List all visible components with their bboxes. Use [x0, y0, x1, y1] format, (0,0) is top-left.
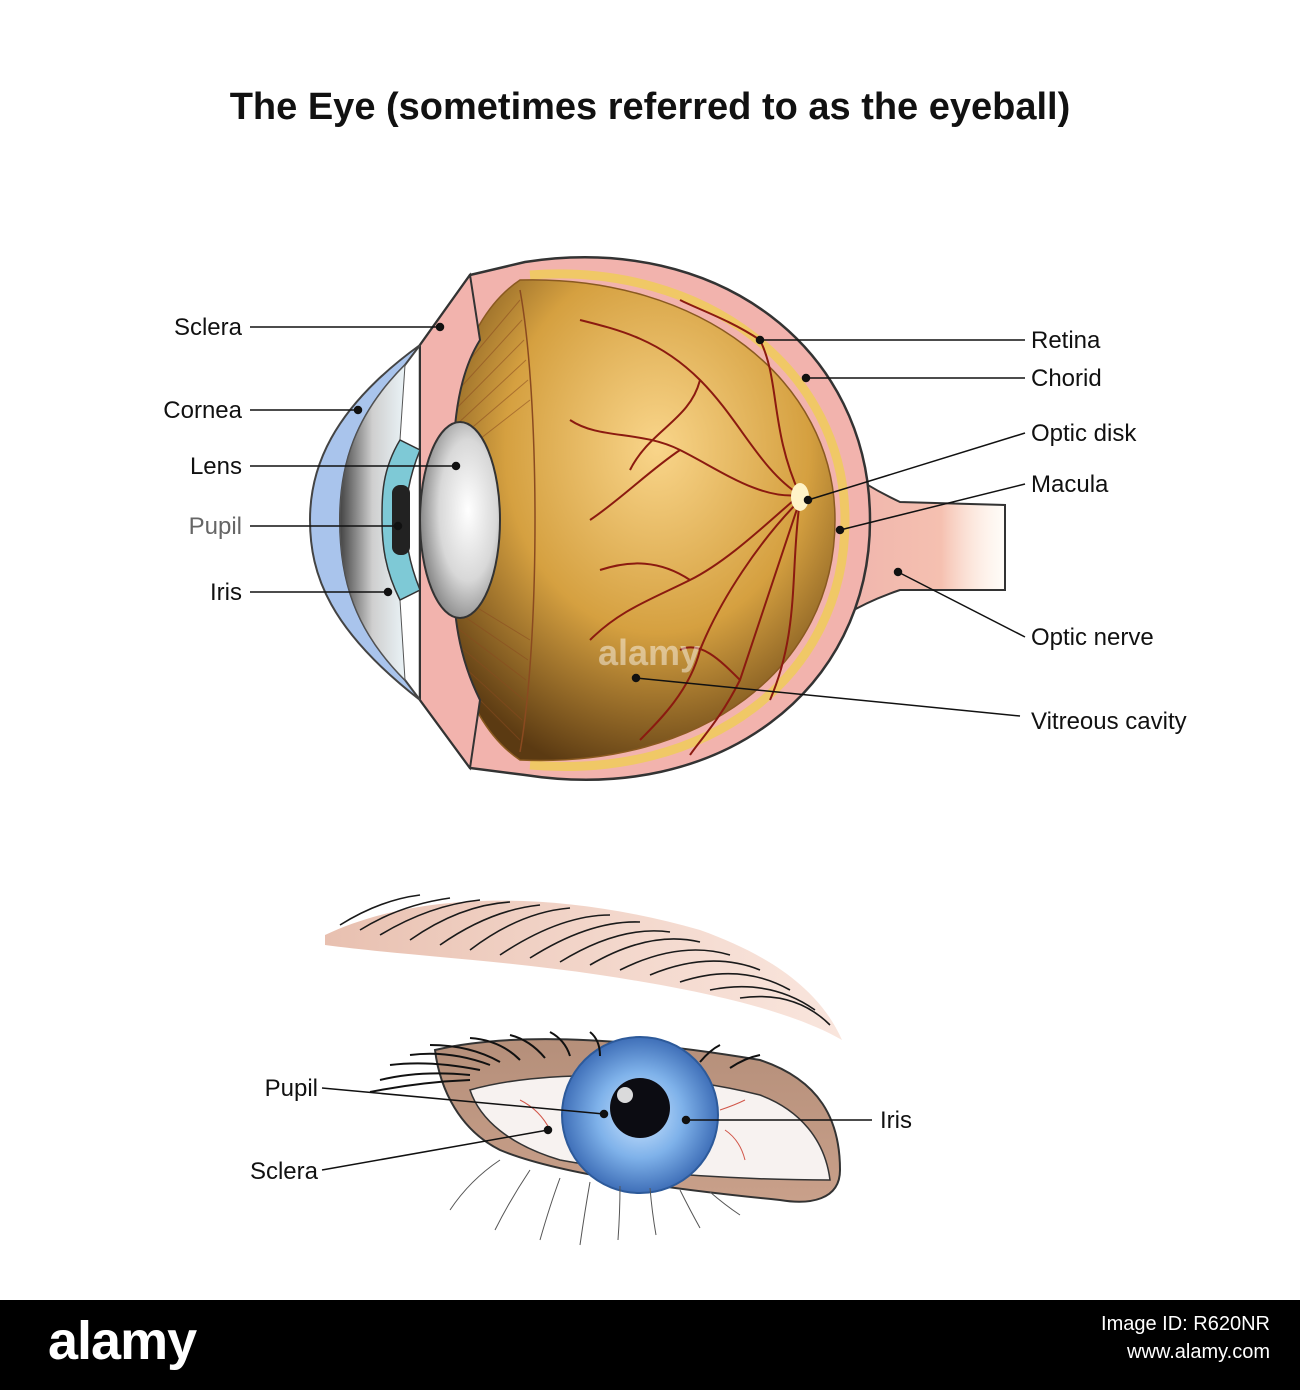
label-chorid: Chorid — [1031, 365, 1102, 392]
pupil-front-shape — [610, 1078, 670, 1138]
watermark-site: www.alamy.com — [1127, 1341, 1270, 1363]
chorid-shape — [529, 269, 850, 771]
eyelashes — [369, 1031, 761, 1093]
eyebrow-shape — [325, 900, 842, 1040]
label-sclera: Sclera — [173, 314, 242, 341]
label-macula: Macula — [1031, 471, 1109, 498]
watermark-image-id: Image ID: R620NR — [1101, 1313, 1270, 1335]
label-front-iris: Iris — [880, 1107, 912, 1134]
front-view-leaders — [321, 1087, 872, 1171]
cross-section-leaders — [250, 322, 1026, 717]
label-front-sclera: Sclera — [249, 1158, 318, 1185]
watermark-logo: alamy — [48, 1311, 197, 1371]
label-vitreous-cavity: Vitreous cavity — [1031, 708, 1187, 735]
watermark-center: alamy — [598, 632, 701, 673]
label-pupil: Pupil — [188, 513, 242, 540]
eyebrow-hairs — [339, 894, 831, 1026]
label-optic-disk: Optic disk — [1031, 420, 1137, 447]
watermark-footer — [0, 1300, 1300, 1390]
diagram-title: The Eye (sometimes referred to as the ey… — [229, 86, 1071, 128]
retinal-vessels — [569, 299, 801, 756]
pupil-cross-shape — [392, 485, 410, 555]
label-retina: Retina — [1031, 327, 1101, 354]
label-iris: Iris — [210, 579, 242, 606]
lower-eyelashes — [449, 1159, 741, 1246]
watermark-id: Image ID: R620NR www.alamy.com — [1101, 1310, 1270, 1366]
label-optic-nerve: Optic nerve — [1031, 624, 1154, 651]
label-front-pupil: Pupil — [264, 1075, 318, 1102]
optic-disk-spot — [791, 483, 809, 511]
label-cornea: Cornea — [163, 397, 242, 424]
lens-shape — [419, 421, 501, 619]
label-lens: Lens — [189, 453, 242, 480]
